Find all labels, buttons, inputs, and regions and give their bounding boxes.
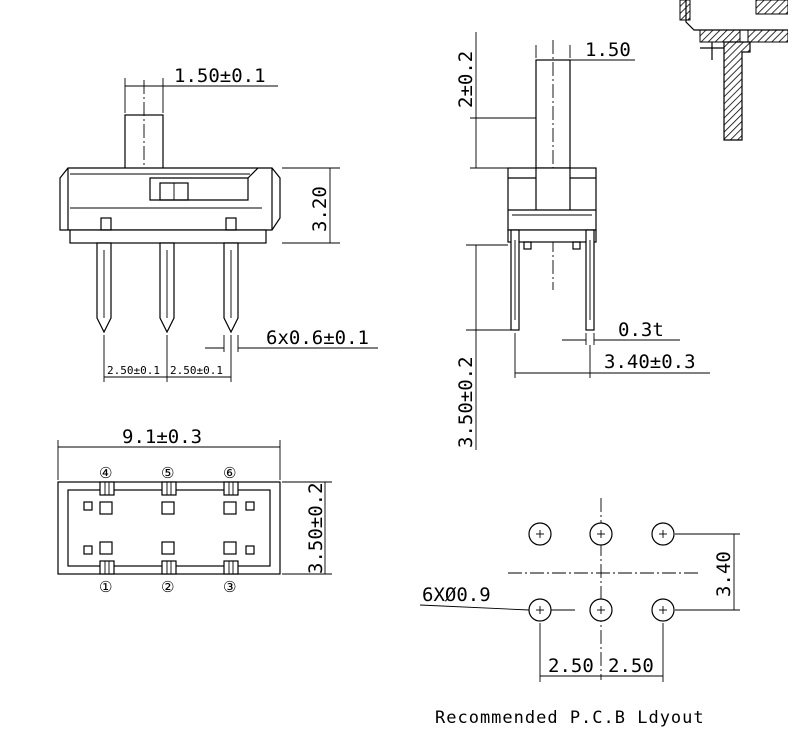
section-pin <box>723 41 751 141</box>
side-actuator-height-label: 2±0.2 <box>455 51 477 108</box>
side-body <box>507 167 597 231</box>
top-body-length-label: 9.1±0.3 <box>122 426 202 448</box>
front-body-height-label: 3.20 <box>309 186 331 232</box>
front-body <box>59 167 281 231</box>
side-pin-span-label: 3.40±0.3 <box>604 351 696 373</box>
front-view: 1.50±0.1 3.20 6x0.6±0.1 2.50±0.1 2.50±0.… <box>59 65 378 382</box>
pcb-layout: 6XØ0.9 3.40 2.50 2.50 Recommended P.C.B … <box>419 498 740 728</box>
pin-label-3: ③ <box>223 578 236 596</box>
side-pin-thickness-label: 0.3t <box>618 319 664 341</box>
front-base <box>69 229 267 244</box>
side-pin-length-label: 3.50±0.2 <box>455 356 477 448</box>
pcb-caption: Recommended P.C.B Ldyout <box>435 708 705 728</box>
pin-label-2: ② <box>161 578 174 596</box>
top-body-width-label: 3.50±0.2 <box>305 482 327 574</box>
front-pitch-right-label: 2.50±0.1 <box>170 364 223 377</box>
pcb-hole-spec-label: 6XØ0.9 <box>422 584 491 606</box>
front-pin-width-label: 6x0.6±0.1 <box>266 327 369 349</box>
section-detail <box>679 0 788 141</box>
top-inner-squares <box>83 501 255 555</box>
side-actuator-width-label: 1.50 <box>585 39 631 61</box>
pin-label-6: ⑥ <box>223 464 236 482</box>
side-view: 1.50 2±0.2 3.50±0.2 0.3t 3.40±0.3 <box>455 32 710 450</box>
top-body-outer <box>57 481 281 575</box>
top-terminal-tabs <box>99 481 239 575</box>
pin-label-1: ① <box>99 578 112 596</box>
pcb-pitch-right-label: 2.50 <box>608 655 654 677</box>
front-pitch-left-label: 2.50±0.1 <box>107 364 160 377</box>
pin-label-5: ⑤ <box>161 464 174 482</box>
front-actuator-width-label: 1.50±0.1 <box>174 65 266 87</box>
pcb-holes <box>528 522 675 622</box>
pcb-pitch-left-label: 2.50 <box>548 655 594 677</box>
side-base <box>507 229 597 243</box>
pin-label-4: ④ <box>99 464 112 482</box>
front-slider-window <box>149 177 249 201</box>
top-view: ④ ⑤ ⑥ ① ② ③ 9.1±0.3 3.50±0.2 <box>57 426 332 596</box>
pcb-row-spacing-label: 3.40 <box>713 551 735 597</box>
